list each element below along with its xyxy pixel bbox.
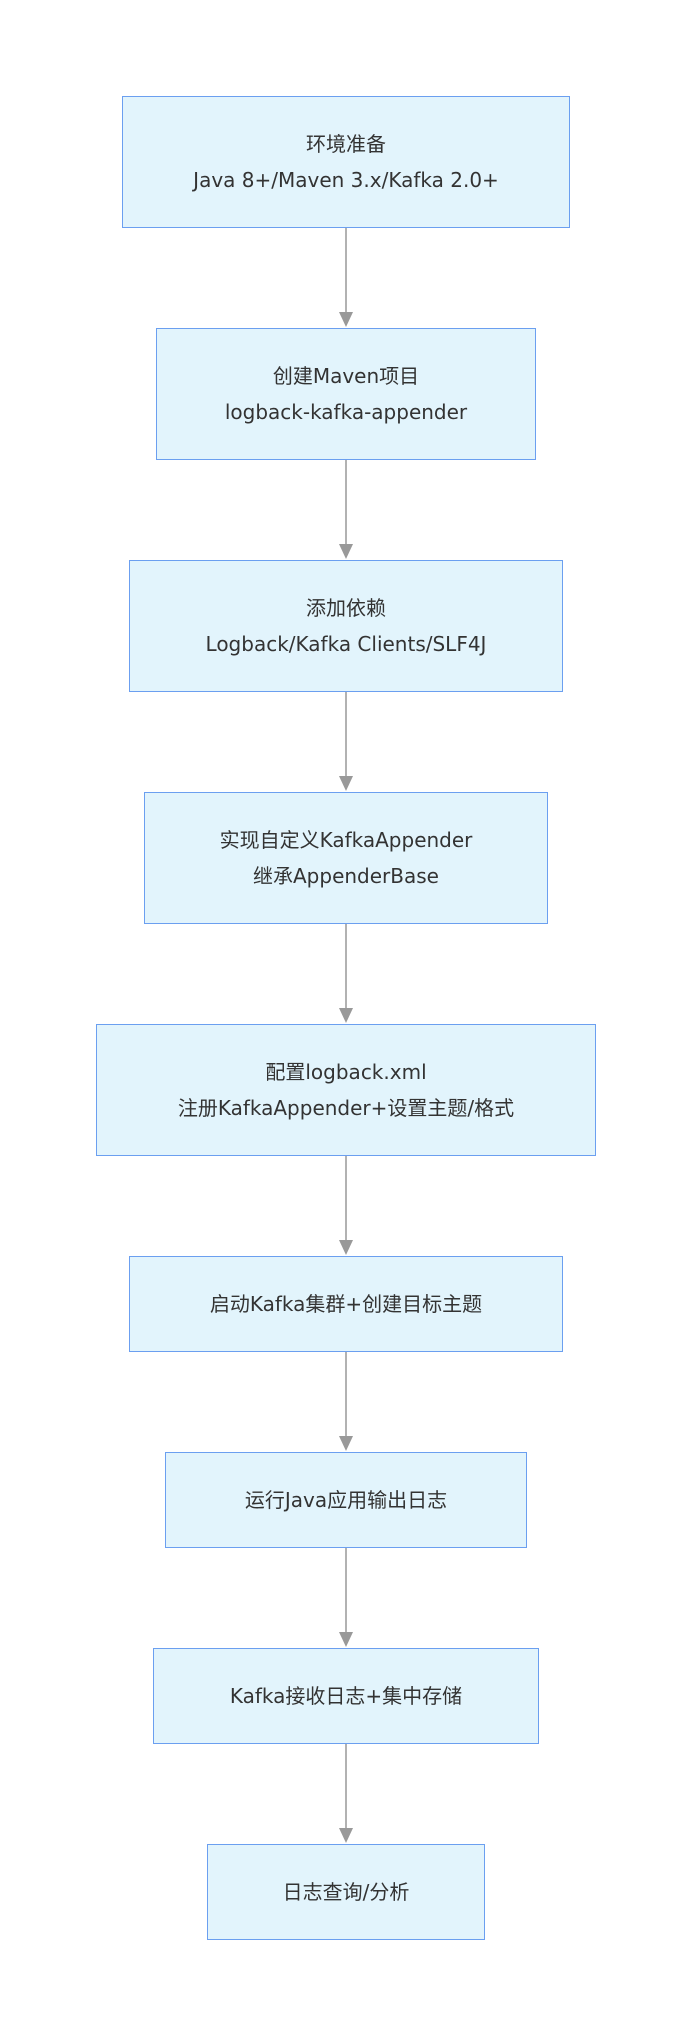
node-log-query-analysis: 日志查询/分析 bbox=[207, 1844, 485, 1940]
edge-arrowhead-run-receive bbox=[339, 1632, 353, 1647]
node-environment-setup-line-2: Java 8+/Maven 3.x/Kafka 2.0+ bbox=[193, 168, 499, 192]
edge-arrowhead-receive-query bbox=[339, 1828, 353, 1843]
node-run-java-app-line-1: 运行Java应用输出日志 bbox=[244, 1488, 448, 1512]
node-log-query-analysis-line-1: 日志查询/分析 bbox=[282, 1880, 410, 1904]
edge-arrowhead-config-cluster bbox=[339, 1240, 353, 1255]
edge-arrowhead-cluster-run bbox=[339, 1436, 353, 1451]
edge-arrowhead-impl-config bbox=[339, 1008, 353, 1023]
node-implement-kafka-appender-line-1: 实现自定义KafkaAppender bbox=[219, 828, 473, 852]
node-start-kafka-cluster-line-1: 启动Kafka集群+创建目标主题 bbox=[209, 1292, 483, 1316]
node-kafka-receive-logs-line-1: Kafka接收日志+集中存储 bbox=[229, 1684, 463, 1708]
node-add-dependencies-line-2: Logback/Kafka Clients/SLF4J bbox=[205, 632, 487, 656]
node-create-maven-project: 创建Maven项目 logback-kafka-appender bbox=[156, 328, 536, 460]
node-run-java-app: 运行Java应用输出日志 bbox=[165, 1452, 527, 1548]
node-configure-logback: 配置logback.xml 注册KafkaAppender+设置主题/格式 bbox=[96, 1024, 596, 1156]
node-create-maven-project-line-1: 创建Maven项目 bbox=[272, 364, 420, 388]
node-configure-logback-line-1: 配置logback.xml bbox=[265, 1060, 427, 1084]
node-create-maven-project-line-2: logback-kafka-appender bbox=[224, 400, 468, 424]
node-add-dependencies: 添加依赖 Logback/Kafka Clients/SLF4J bbox=[129, 560, 563, 692]
edge-arrowhead-env-maven bbox=[339, 312, 353, 327]
node-kafka-receive-logs: Kafka接收日志+集中存储 bbox=[153, 1648, 539, 1744]
node-add-dependencies-line-1: 添加依赖 bbox=[306, 596, 386, 620]
edge-arrowhead-deps-impl bbox=[339, 776, 353, 791]
edge-arrowhead-maven-deps bbox=[339, 544, 353, 559]
node-environment-setup-line-1: 环境准备 bbox=[306, 132, 386, 156]
node-start-kafka-cluster: 启动Kafka集群+创建目标主题 bbox=[129, 1256, 563, 1352]
node-environment-setup: 环境准备 Java 8+/Maven 3.x/Kafka 2.0+ bbox=[122, 96, 570, 228]
node-implement-kafka-appender-line-2: 继承AppenderBase bbox=[253, 864, 439, 888]
node-configure-logback-line-2: 注册KafkaAppender+设置主题/格式 bbox=[177, 1096, 515, 1120]
node-implement-kafka-appender: 实现自定义KafkaAppender 继承AppenderBase bbox=[144, 792, 548, 924]
